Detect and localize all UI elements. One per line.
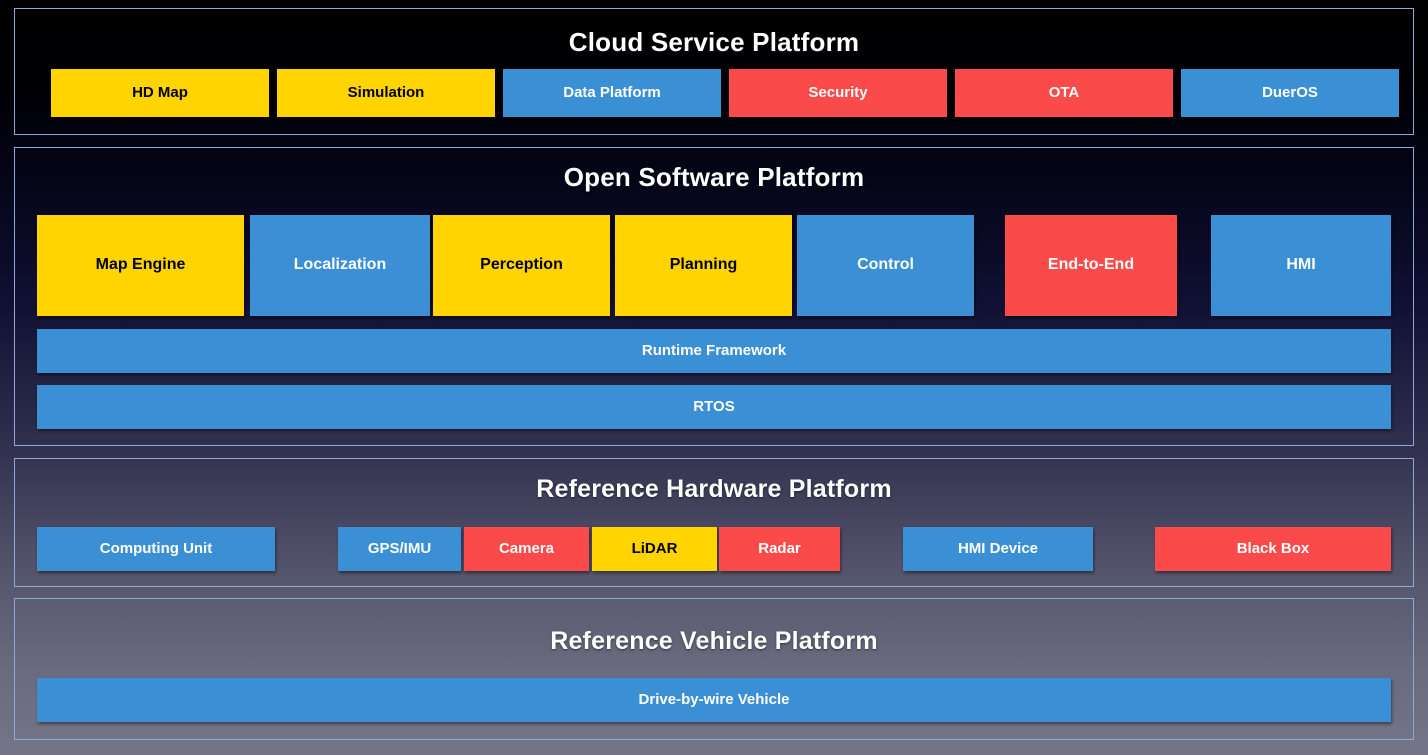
block-security[interactable]: Security [729,69,947,117]
block-gps-imu[interactable]: GPS/IMU [338,527,461,571]
block-lidar[interactable]: LiDAR [592,527,717,571]
block-data-platform[interactable]: Data Platform [503,69,721,117]
block-planning[interactable]: Planning [615,215,792,316]
block-rtos[interactable]: RTOS [37,385,1391,429]
block-camera[interactable]: Camera [464,527,589,571]
block-runtime-framework[interactable]: Runtime Framework [37,329,1391,373]
block-localization[interactable]: Localization [250,215,430,316]
block-simulation[interactable]: Simulation [277,69,495,117]
layer-title-software: Open Software Platform [563,162,865,192]
block-ota[interactable]: OTA [955,69,1173,117]
block-end-to-end[interactable]: End-to-End [1005,215,1177,316]
layer-open-software-platform: Open Software Platform Map Engine Locali… [14,147,1414,446]
block-hmi[interactable]: HMI [1211,215,1391,316]
layer-reference-hardware-platform: Reference Hardware Platform Computing Un… [14,458,1414,587]
block-perception[interactable]: Perception [433,215,610,316]
block-drive-by-wire-vehicle[interactable]: Drive-by-wire Vehicle [37,678,1391,722]
block-hmi-device[interactable]: HMI Device [903,527,1093,571]
block-dueros[interactable]: DuerOS [1181,69,1399,117]
block-black-box[interactable]: Black Box [1155,527,1391,571]
layer-title-vehicle: Reference Vehicle Platform [550,627,878,655]
layer-title-cloud: Cloud Service Platform [568,27,860,57]
block-map-engine[interactable]: Map Engine [37,215,244,316]
block-radar[interactable]: Radar [719,527,840,571]
layer-cloud-service-platform: Cloud Service Platform HD Map Simulation… [14,8,1414,135]
block-computing-unit[interactable]: Computing Unit [37,527,275,571]
layer-title-hardware: Reference Hardware Platform [536,475,892,503]
block-hd-map[interactable]: HD Map [51,69,269,117]
layer-reference-vehicle-platform: Reference Vehicle Platform Drive-by-wire… [14,598,1414,740]
block-control[interactable]: Control [797,215,974,316]
